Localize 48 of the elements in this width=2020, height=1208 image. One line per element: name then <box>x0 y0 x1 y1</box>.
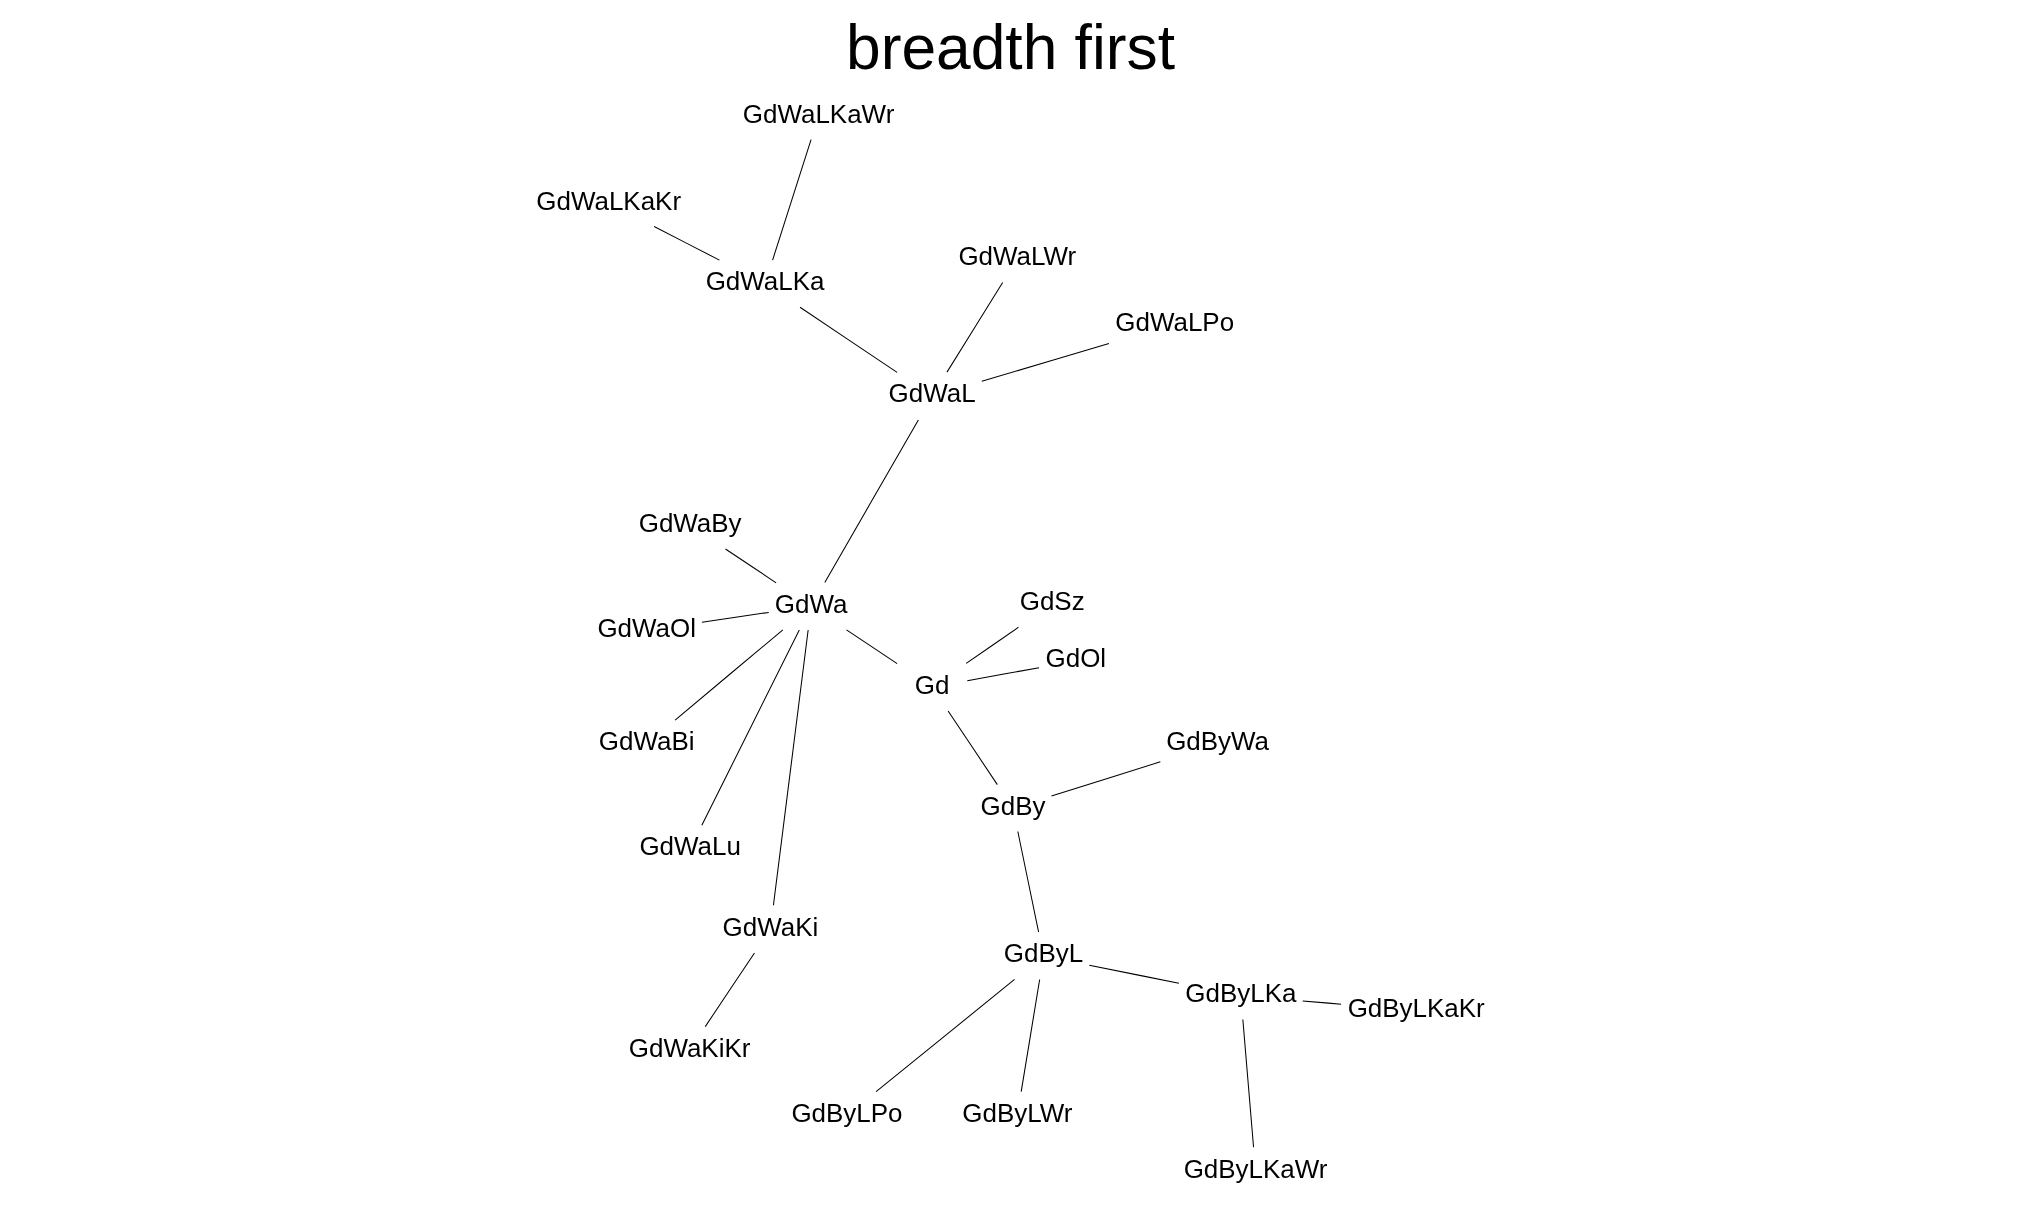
connector <box>1088 964 1179 984</box>
node-text: GdWaLKaKr <box>535 185 681 216</box>
diagram-title: breadth first <box>845 12 1175 82</box>
connector <box>966 667 1040 682</box>
connector <box>674 629 783 721</box>
connector <box>724 548 777 584</box>
node-text: GdWaKi <box>722 911 818 942</box>
connector <box>771 139 812 261</box>
connector <box>947 710 998 786</box>
connector <box>980 343 1109 382</box>
node-text: GdByLKaKr <box>1347 992 1485 1023</box>
connector <box>1301 1000 1342 1005</box>
node-text: GdWaL <box>888 378 976 409</box>
node-text: GdWaOl <box>596 612 696 643</box>
node-text: GdByLKaWr <box>1183 1153 1327 1184</box>
node-text: GdByWa <box>1165 726 1269 757</box>
node-text: GdWaLu <box>638 831 741 862</box>
node-text: GdBy <box>980 790 1045 821</box>
node-text: GdByLKa <box>1184 978 1296 1009</box>
node-text: GdWaLKaWr <box>742 98 894 129</box>
connector <box>704 952 755 1028</box>
connector <box>772 629 809 906</box>
connector <box>945 281 1003 373</box>
node-text: GdWaLKa <box>705 266 824 297</box>
connector <box>1050 761 1161 797</box>
node-text: GdWa <box>774 588 847 619</box>
connector <box>823 419 919 583</box>
node-text: GdOl <box>1045 643 1106 674</box>
node-text: Gd <box>914 669 949 700</box>
connector <box>799 306 898 373</box>
connector <box>1016 830 1039 933</box>
connector <box>1241 1018 1254 1148</box>
connector <box>875 978 1015 1093</box>
node-text: GdWaKiKr <box>628 1032 750 1063</box>
node-text: GdWaLPo <box>1114 306 1234 337</box>
node-text: GdWaLWr <box>957 241 1076 272</box>
node-text: GdSz <box>1019 586 1085 617</box>
node-text: GdWaBi <box>598 726 695 757</box>
connector <box>700 629 800 826</box>
connector <box>653 225 720 261</box>
node-text: GdByLWr <box>961 1097 1072 1128</box>
connector <box>1020 978 1040 1093</box>
node-text: GdWaBy <box>638 507 742 538</box>
node-text: GdByL <box>1003 938 1083 969</box>
connector <box>845 629 898 665</box>
node-text: GdByLPo <box>790 1097 903 1128</box>
connector <box>700 611 769 623</box>
connector <box>965 626 1019 664</box>
